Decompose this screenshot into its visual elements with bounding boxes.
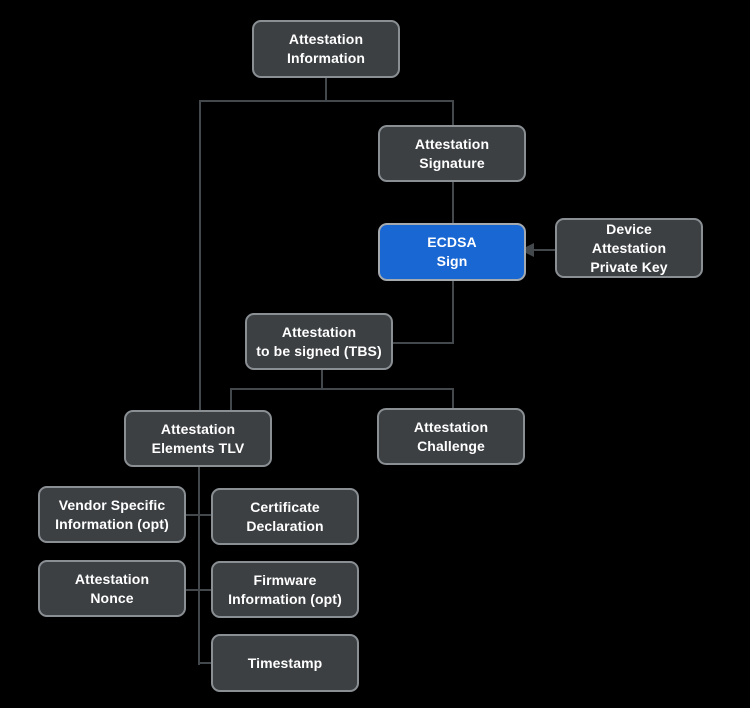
- node-vendor-specific-information: Vendor Specific Information (opt): [38, 486, 186, 543]
- node-label: Attestation Signature: [414, 135, 490, 171]
- node-attestation-challenge: Attestation Challenge: [377, 408, 525, 465]
- connector-nonce-firmware-row: [186, 589, 211, 591]
- node-certificate-declaration: Certificate Declaration: [211, 488, 359, 545]
- node-timestamp: Timestamp: [211, 634, 359, 692]
- node-attestation-nonce: Attestation Nonce: [38, 560, 186, 617]
- node-label: Attestation Elements TLV: [151, 420, 245, 456]
- node-label: Vendor Specific Information (opt): [55, 496, 169, 532]
- node-label: ECDSA Sign: [427, 234, 477, 269]
- node-label: Attestation Nonce: [74, 570, 150, 606]
- connector-tbs-to-elements: [230, 388, 232, 410]
- node-firmware-information: Firmware Information (opt): [211, 561, 359, 618]
- connector-tbs-to-challenge: [452, 388, 454, 408]
- connector-timestamp-row: [198, 662, 211, 664]
- node-label: Attestation Challenge: [413, 418, 489, 454]
- connector-elements-trunk: [198, 467, 200, 665]
- connector-vendor-certificate-row: [186, 514, 211, 516]
- connector-tbs-split: [230, 388, 454, 390]
- connector-ecdsa-drop: [452, 281, 454, 344]
- node-label: Device Attestation Private Key: [590, 220, 668, 275]
- node-attestation-information: Attestation Information: [252, 20, 400, 78]
- connector-information-to-elements: [199, 100, 201, 410]
- connector-information-drop: [325, 78, 327, 101]
- connector-to-signature: [452, 100, 454, 125]
- node-device-attestation-private-key: Device Attestation Private Key: [555, 218, 703, 278]
- node-label: Attestation Information: [286, 31, 366, 66]
- connector-tbs-drop: [321, 370, 323, 389]
- node-attestation-to-be-signed: Attestation to be signed (TBS): [245, 313, 393, 370]
- node-label: Timestamp: [247, 654, 323, 671]
- node-attestation-elements-tlv: Attestation Elements TLV: [124, 410, 272, 467]
- connector-privatekey-to-ecdsa: [532, 249, 555, 251]
- connector-information-split: [199, 100, 454, 102]
- connector-ecdsa-to-tbs: [393, 342, 454, 344]
- node-label: Firmware Information (opt): [228, 571, 342, 607]
- node-label: Certificate Declaration: [246, 498, 324, 534]
- connector-signature-to-ecdsa: [452, 182, 454, 223]
- node-label: Attestation to be signed (TBS): [256, 323, 382, 359]
- node-ecdsa-sign: ECDSA Sign: [378, 223, 526, 281]
- node-attestation-signature: Attestation Signature: [378, 125, 526, 182]
